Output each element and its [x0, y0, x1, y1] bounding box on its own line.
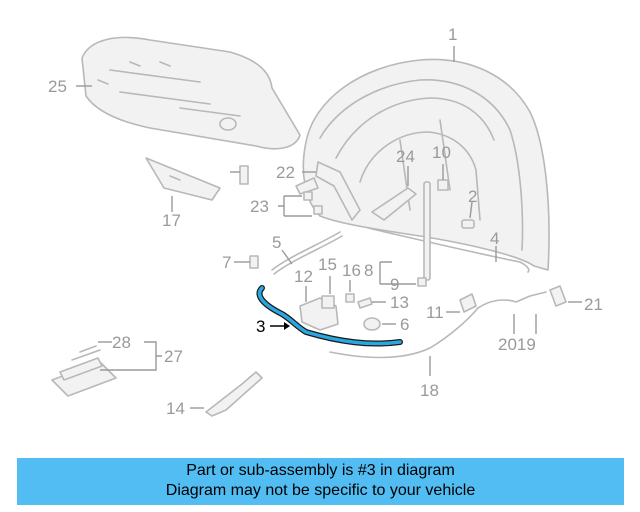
callout-8: 8	[364, 261, 373, 280]
callout-17: 17	[162, 211, 181, 230]
part-4-weatherstrip	[367, 227, 530, 273]
part-17-shield	[145, 157, 221, 201]
callout-16: 16	[342, 261, 361, 280]
leader-27	[100, 341, 162, 371]
callout-6: 6	[400, 315, 409, 334]
callout-7: 7	[222, 253, 231, 272]
callout-22: 22	[276, 163, 295, 182]
part-13-bolt	[357, 297, 373, 309]
callout-1: 1	[448, 25, 457, 44]
callout-25: 25	[48, 77, 67, 96]
part-14-handle	[205, 371, 263, 417]
part-3-release-cable	[256, 285, 403, 347]
part-7-bumper	[249, 255, 259, 269]
leader-8-9	[379, 261, 416, 285]
part-10-clip	[437, 179, 449, 191]
banner-line-2: Diagram may not be specific to your vehi…	[165, 482, 476, 499]
callout-27: 27	[164, 347, 183, 366]
part-9-bolt	[417, 277, 427, 287]
callout-13: 13	[390, 293, 409, 312]
part-2-bumper	[461, 219, 475, 229]
callout-9: 9	[390, 275, 399, 294]
callout-10: 10	[432, 143, 451, 162]
callout-14: 14	[166, 399, 185, 418]
part-12-latch	[299, 295, 339, 331]
part-5-seal	[271, 231, 341, 271]
leader-2	[469, 201, 473, 219]
callout-15: 15	[318, 255, 337, 274]
callout-2: 2	[468, 187, 477, 206]
part-18-cable	[329, 307, 479, 359]
part-20-19-cable	[477, 291, 547, 309]
part-16-clip	[345, 293, 355, 303]
callout-21: 21	[584, 295, 603, 314]
callout-3: 3	[256, 317, 265, 336]
part-25-insulator	[81, 36, 301, 150]
info-banner: Part or sub-assembly is #3 in diagram Di…	[17, 458, 624, 505]
part-26-pin	[239, 165, 249, 185]
callout-24: 24	[396, 147, 415, 166]
callout-11: 11	[426, 303, 444, 322]
callout-12: 12	[294, 267, 313, 286]
leader-3-arrow	[284, 322, 290, 330]
callout-5: 5	[272, 233, 281, 252]
callout-4: 4	[490, 229, 499, 248]
leader-23	[278, 195, 312, 217]
part-1-hood	[302, 58, 550, 271]
leader-2019	[513, 314, 537, 334]
part-23-bolts	[303, 191, 323, 215]
leader-5	[281, 249, 293, 265]
callout-2019: 2019	[498, 335, 536, 354]
part-6-grommet	[363, 317, 381, 331]
callout-28: 28	[112, 333, 131, 352]
part-11-bracket	[459, 293, 477, 313]
parts-diagram: 25 1 2 4 24 10 17 22	[48, 25, 603, 418]
part-22-hinge	[295, 161, 361, 221]
part-21-handle	[549, 285, 567, 307]
callout-18: 18	[420, 381, 439, 400]
callout-23: 23	[250, 197, 269, 216]
part-24-strut	[371, 181, 431, 281]
part-27-latch-assembly	[51, 345, 117, 397]
banner-line-1: Part or sub-assembly is #3 in diagram	[186, 462, 455, 479]
